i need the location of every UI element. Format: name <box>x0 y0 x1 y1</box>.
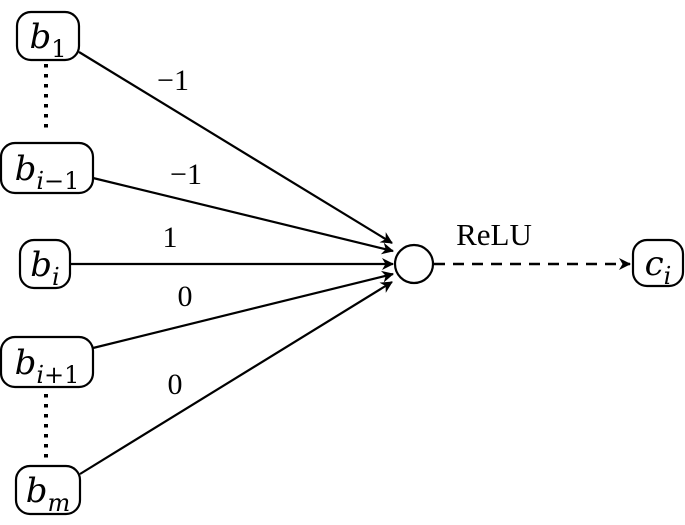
edge-b-m <box>79 281 393 475</box>
input-node-b-m: bm <box>14 464 82 517</box>
input-node-b-i-minus-1-label: bi−1 <box>15 149 80 195</box>
input-node-b-i-minus-1-box <box>0 141 95 195</box>
output-node-label-subscript: i <box>664 262 672 290</box>
input-node-b-i-minus-1-label-subscript: −1 <box>44 167 79 195</box>
edge-weight-label: −1 <box>170 158 202 191</box>
input-node-b-i-minus-1-label-base: b <box>15 149 37 189</box>
input-node-b-i-plus-1-box <box>0 335 95 389</box>
edge-b-i-plus-1 <box>92 270 394 350</box>
input-node-b1-box <box>15 10 81 62</box>
input-node-b-i-box <box>18 238 72 290</box>
input-node-b-i-label-base: b <box>30 245 52 285</box>
input-node-b-i-plus-1-label: bi+1 <box>15 343 80 389</box>
input-node-b-i-plus-1-label-base: b <box>15 343 37 383</box>
input-node-b-m-label: bm <box>26 471 71 517</box>
neuron-node <box>393 243 435 285</box>
edge-weight-label: 1 <box>163 221 178 254</box>
edge-b-i-minus-1 <box>92 176 394 255</box>
output-node: ci <box>631 238 685 290</box>
output-node-c-i: ci <box>631 238 685 290</box>
input-node-b-i-minus-1: bi−1 <box>0 141 95 195</box>
output-node-box <box>631 238 685 288</box>
edge-weight-label: −1 <box>157 64 189 97</box>
activation-label: ReLU <box>456 217 532 252</box>
input-node-b-m-label-subscript: m <box>48 489 71 517</box>
edge-b1 <box>78 51 393 244</box>
input-node-b1-label-base: b <box>29 17 51 57</box>
output-node-label-base: c <box>645 244 664 284</box>
edge-weight-label: 0 <box>178 280 193 313</box>
input-node-b-i-plus-1: bi+1 <box>0 335 95 389</box>
edge-weight-label: 0 <box>168 368 183 401</box>
input-node-b-m-label-base: b <box>26 471 48 511</box>
input-node-b1-label: b1 <box>29 17 66 63</box>
input-node-b-i-label-subscript: i <box>52 263 60 291</box>
input-node-b-i: bi <box>18 238 72 291</box>
input-node-b-i-plus-1-label-subscript: +1 <box>44 361 79 389</box>
input-node-b-m-box <box>14 464 82 516</box>
output-node-label: ci <box>645 244 672 290</box>
input-node-b-i-minus-1-label-subscript: i <box>36 167 44 195</box>
input-node-b-i-label: bi <box>30 245 59 291</box>
input-node-b-i-plus-1-label-subscript: i <box>36 361 44 389</box>
input-node-b1-label-subscript: 1 <box>51 35 66 63</box>
input-node-b1: b1 <box>15 10 81 63</box>
